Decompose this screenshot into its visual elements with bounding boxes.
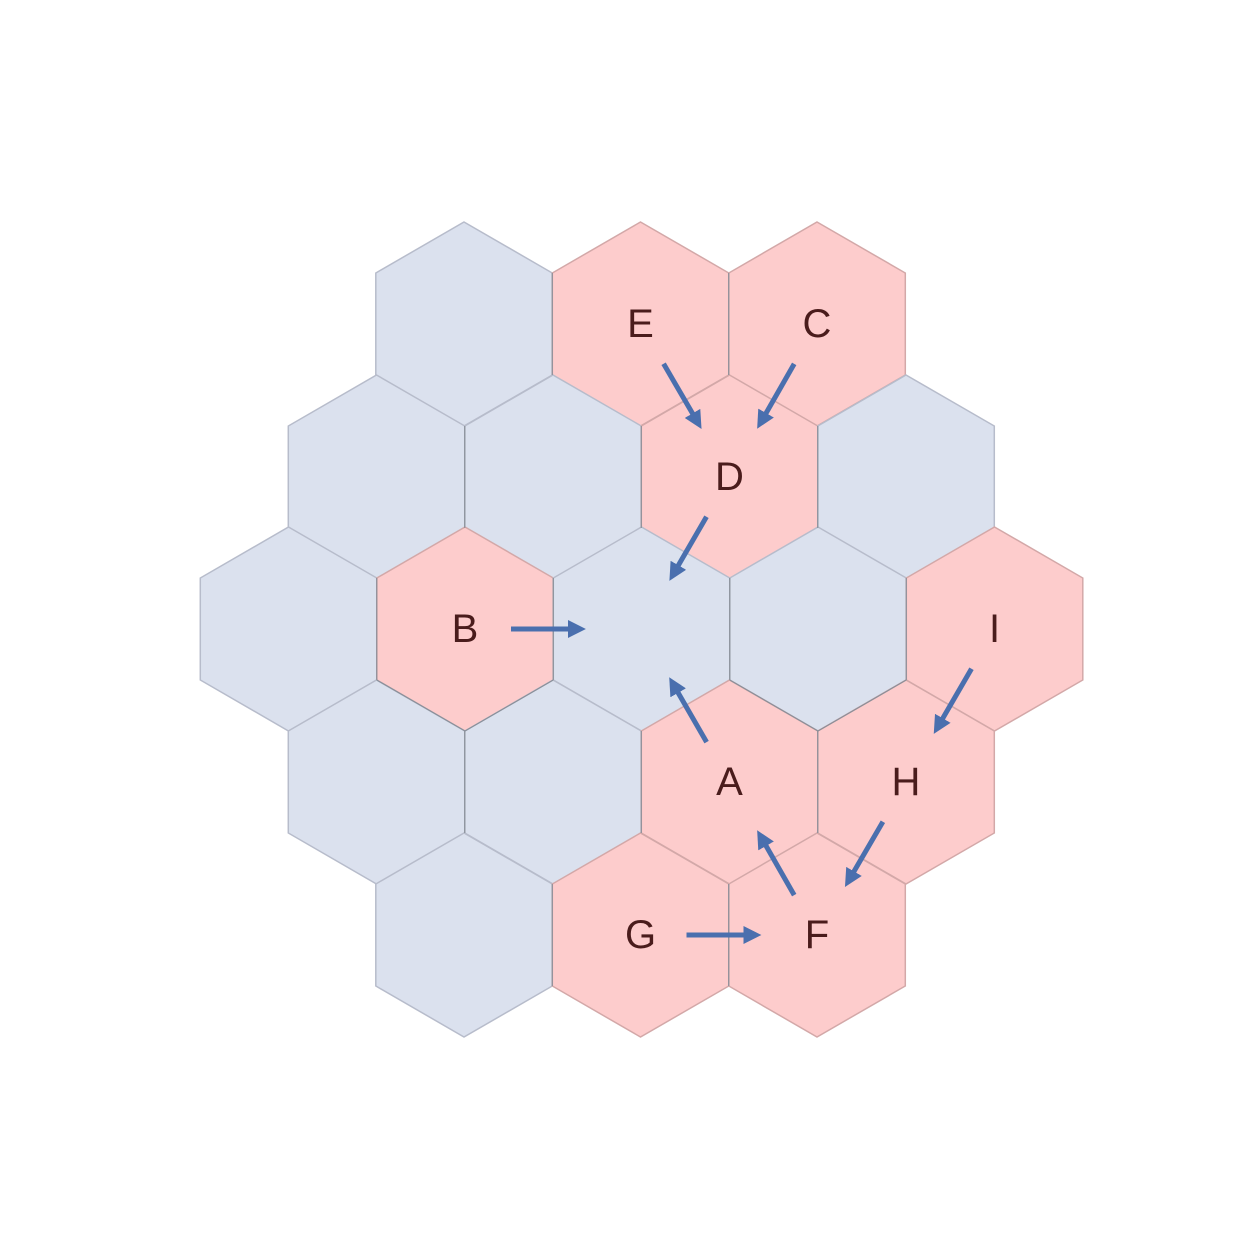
hex-shared-edge	[464, 679, 554, 732]
hex-shared-edge	[729, 679, 819, 732]
arrow-i-to-h	[933, 667, 974, 734]
hex-label-f: F	[805, 913, 829, 957]
arrows	[511, 362, 974, 944]
hex-labels: E C D B I A H G F	[452, 302, 1000, 957]
hex-label-e: E	[627, 302, 654, 346]
arrow-c-to-d	[757, 362, 797, 429]
hex-label-d: D	[715, 455, 744, 499]
arrow-h-to-f	[844, 820, 886, 887]
arrow-a-to-center	[669, 677, 709, 744]
hex-label-c: C	[803, 302, 832, 346]
hex-label-g: G	[625, 913, 656, 957]
hex-label-h: H	[892, 760, 921, 804]
arrow-d-to-center	[669, 515, 709, 581]
hex-shared-edge	[817, 679, 907, 732]
hex-label-i: I	[989, 607, 1000, 651]
arrow-f-to-a	[757, 830, 797, 897]
hex-label-a: A	[716, 760, 743, 804]
arrow-e-to-d	[661, 362, 702, 429]
hex-label-b: B	[452, 607, 479, 651]
hex-shared-edge	[376, 679, 466, 732]
